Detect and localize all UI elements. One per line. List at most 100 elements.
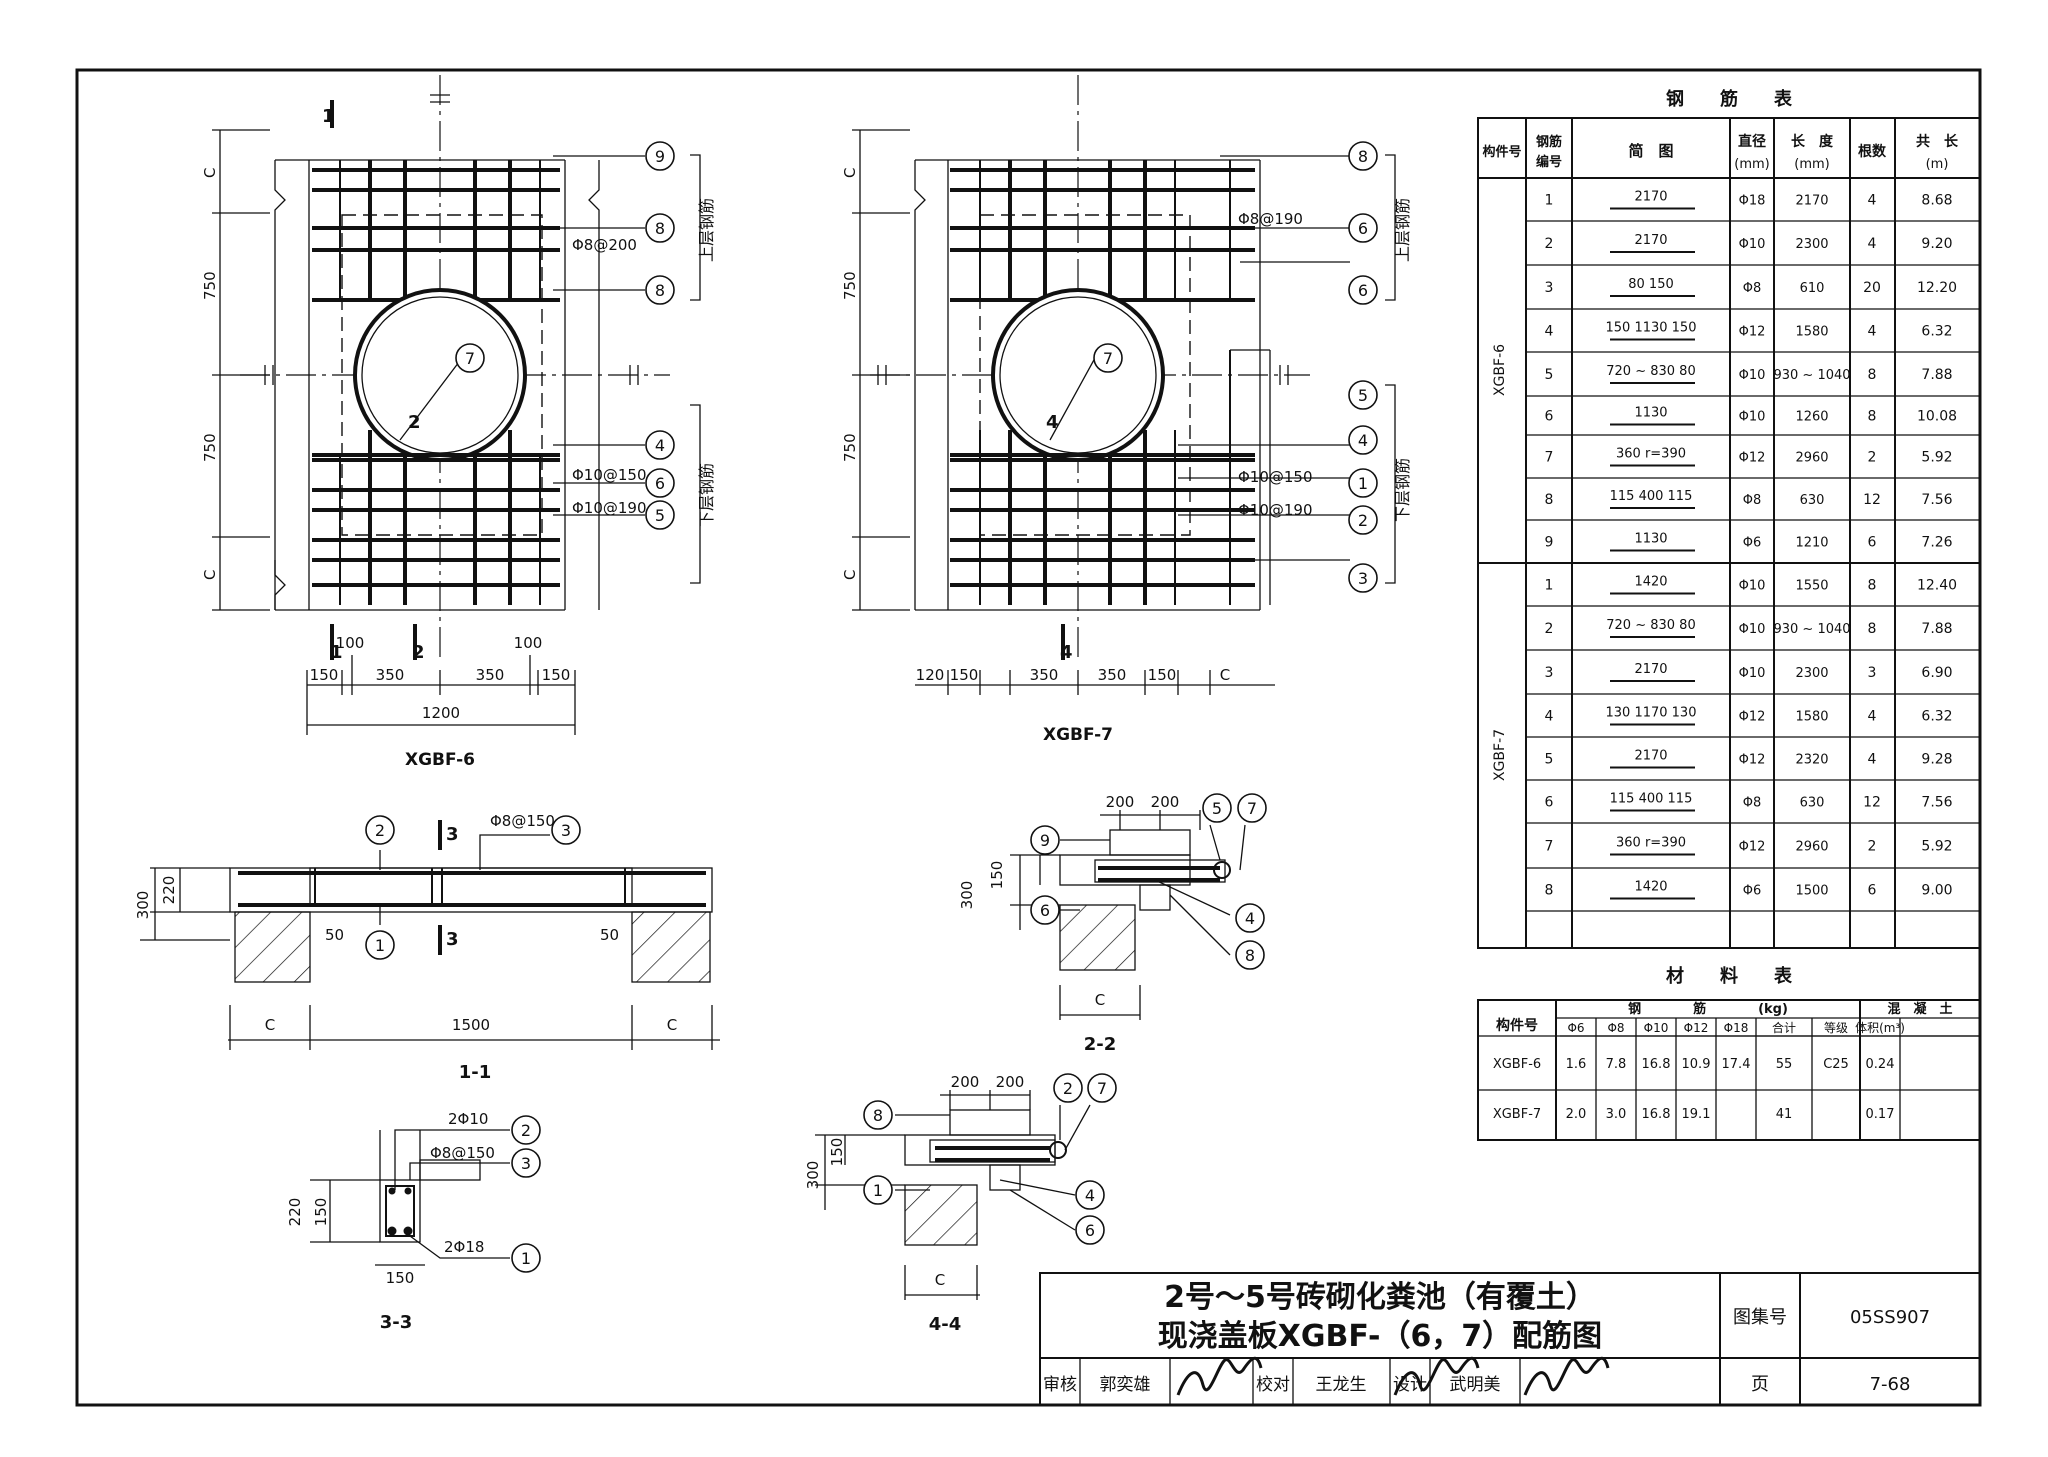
rebar-cell-no: 4 [1545, 709, 1554, 725]
rebar-callout-8: 8 [645, 275, 675, 305]
title-section-3-3: 3-3 [380, 1312, 413, 1333]
dim-c: C [935, 1271, 945, 1289]
rebar-callout-3: 3 [551, 815, 581, 845]
dim-200: 200 [1151, 793, 1180, 811]
rebar-member-xgbf-7: XGBF-7 [1492, 729, 1508, 781]
rebar-cell-total: 7.56 [1921, 795, 1952, 811]
rebar-callout-5: 5 [645, 500, 675, 530]
callout-number: 7 [1103, 349, 1113, 368]
drawing-title-line2: 现浇盖板XGBF-（6，7）配筋图 [1158, 1319, 1602, 1354]
rebar-cell-no: 2 [1545, 236, 1554, 252]
rebar-cell-sketch: 2170 [1634, 662, 1667, 677]
atlas-number: 05SS907 [1850, 1307, 1930, 1328]
rebar-cell-len: 1580 [1795, 710, 1828, 725]
dim-220: 220 [160, 876, 178, 905]
dim-200: 200 [1106, 793, 1135, 811]
rebar-cell-dia: Φ10 [1739, 237, 1766, 252]
rebar-cell-sketch: 1130 [1634, 532, 1667, 547]
dim-c: C [201, 168, 219, 178]
dim-350: 350 [1030, 666, 1059, 684]
dim-c: C [1220, 666, 1230, 684]
rebar-callout-5: 5 [1348, 380, 1378, 410]
callout-number: 4 [1245, 909, 1255, 928]
rebar-cell-no: 1 [1545, 193, 1554, 209]
rebar-cell-no: 3 [1545, 280, 1554, 296]
rebar-cell-total: 5.92 [1921, 839, 1952, 855]
cut-mark-2: 2 [412, 642, 425, 663]
rebar-cell-qty: 8 [1868, 621, 1877, 637]
rebar-cell-total: 12.20 [1917, 280, 1957, 296]
material-cell: 41 [1776, 1107, 1793, 1122]
material-subheader: 体积(m³) [1855, 1021, 1905, 1035]
rebar-callout-8: 8 [645, 213, 675, 243]
reviewer-name: 郭奕雄 [1100, 1375, 1151, 1395]
cut-mark-3: 3 [446, 929, 459, 950]
callout-2phi18: 2Φ18 [444, 1238, 484, 1256]
material-row-member: XGBF-6 [1493, 1057, 1541, 1072]
callout-number: 2 [375, 821, 385, 840]
callout-number: 1 [375, 936, 385, 955]
rebar-callout-6: 6 [1075, 1215, 1105, 1245]
callout-number: 6 [1358, 281, 1368, 300]
rebar-callout-7: 7 [1087, 1073, 1117, 1103]
rebar-cell-qty: 4 [1868, 752, 1877, 768]
material-cell: 3.0 [1606, 1107, 1627, 1122]
rebar-cell-no: 1 [1545, 578, 1554, 594]
rebar-callout-6: 6 [1030, 895, 1060, 925]
material-cell: 10.9 [1682, 1057, 1711, 1072]
rebar-cell-qty: 2 [1868, 450, 1877, 466]
rebar-callout-4: 4 [1075, 1180, 1105, 1210]
dim-350: 350 [376, 666, 405, 684]
rebar-header-total: (m) [1926, 157, 1949, 172]
title-xgbf7: XGBF-7 [1043, 725, 1113, 745]
rebar-cell-no: 6 [1545, 409, 1554, 425]
dim-200: 200 [951, 1073, 980, 1091]
material-cell: 0.24 [1866, 1057, 1895, 1072]
rebar-cell-sketch: 1420 [1634, 880, 1667, 895]
rebar-cell-no: 2 [1545, 621, 1554, 637]
rebar-callout-2: 2 [1053, 1073, 1083, 1103]
rebar-callout-5: 5 [1202, 793, 1232, 823]
rebar-member-xgbf-6: XGBF-6 [1492, 344, 1508, 396]
title-xgbf6: XGBF-6 [405, 750, 475, 770]
label-upper-rebar: 上层钢筋 [697, 198, 716, 262]
callout-number: 8 [655, 281, 665, 300]
rebar-cell-sketch: 360 r=390 [1616, 447, 1686, 462]
signature-reviewer [1176, 1356, 1263, 1396]
rebar-cell-dia: Φ12 [1739, 840, 1766, 855]
material-cell: 1.6 [1566, 1057, 1587, 1072]
rebar-callout-1: 1 [1348, 468, 1378, 498]
rebar-cell-len: 2300 [1795, 666, 1828, 681]
callout-number: 6 [655, 474, 665, 493]
rebar-cell-total: 12.40 [1917, 578, 1957, 594]
dim-120: 120 [916, 666, 945, 684]
dim-220: 220 [286, 1198, 304, 1227]
material-cell: 19.1 [1682, 1107, 1711, 1122]
rebar-cell-no: 6 [1545, 795, 1554, 811]
rebar-header-no: 编号 [1536, 154, 1562, 170]
callout-phi10-150: Φ10@150 [1238, 468, 1313, 486]
drawing-title-line1: 2号～5号砖砌化粪池（有覆土） [1164, 1280, 1596, 1315]
section-2-2 [1010, 810, 1246, 1020]
rebar-cell-qty: 6 [1868, 883, 1877, 899]
rebar-callout-9: 9 [1030, 825, 1060, 855]
rebar-cell-qty: 2 [1868, 839, 1877, 855]
rebar-cell-dia: Φ6 [1743, 536, 1762, 551]
rebar-cell-dia: Φ18 [1739, 194, 1766, 209]
rebar-callout-3: 3 [511, 1148, 541, 1178]
dim-150: 150 [828, 1138, 846, 1167]
rebar-callout-4: 4 [645, 430, 675, 460]
dim-150: 150 [312, 1198, 330, 1227]
signature-checker [1393, 1356, 1480, 1396]
rebar-callout-2: 2 [365, 815, 395, 845]
callout-number: 5 [655, 506, 665, 525]
dim-150: 150 [988, 861, 1006, 890]
dim-750: 750 [841, 271, 859, 300]
review-label: 审核 [1043, 1375, 1077, 1395]
rebar-callout-4: 4 [1348, 425, 1378, 455]
material-cell: 7.8 [1606, 1057, 1627, 1072]
callout-number: 9 [655, 147, 665, 166]
dim-350: 350 [1098, 666, 1127, 684]
rebar-cell-total: 6.90 [1921, 665, 1952, 681]
rebar-cell-qty: 12 [1863, 795, 1881, 811]
